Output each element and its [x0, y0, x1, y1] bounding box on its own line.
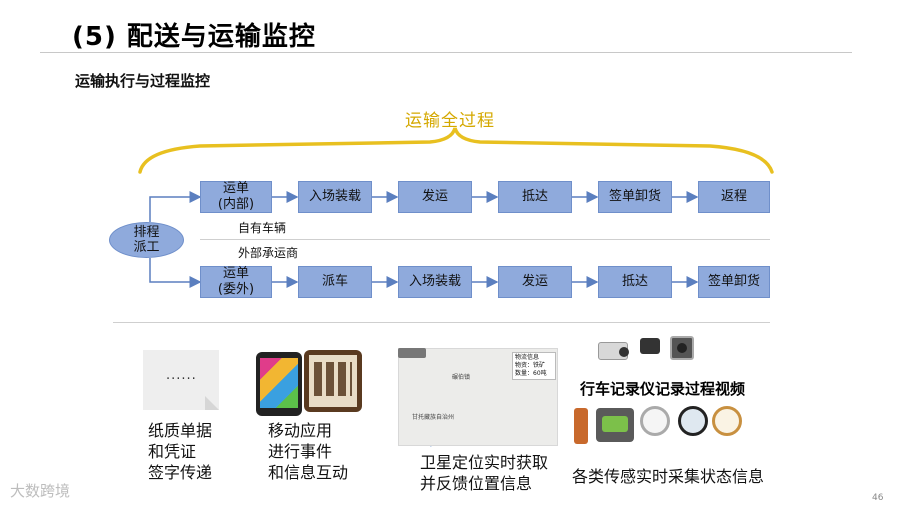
top-step-3-label: 发运 — [422, 189, 448, 205]
scheduling-node-line2: 派工 — [133, 240, 159, 255]
paper-fold-icon — [205, 396, 219, 410]
paper-caption-line3: 签字传递 — [148, 462, 212, 483]
branch-top — [150, 197, 200, 222]
top-step-1-label: 运单 — [218, 181, 254, 197]
top-step-1: 运单(内部) — [200, 181, 272, 213]
phone-icon — [256, 352, 302, 416]
top-step-6: 返程 — [698, 181, 770, 213]
bottom-step-6-label: 签单卸货 — [708, 274, 760, 290]
gps-caption-line1: 卫星定位实时获取 — [420, 452, 548, 473]
camera-lens-1 — [619, 347, 629, 357]
top-step-5-label: 签单卸货 — [609, 189, 661, 205]
bottom-step-4-label: 发运 — [522, 274, 548, 290]
camera-lens-3 — [677, 343, 687, 353]
camera-icon-3 — [670, 336, 694, 360]
dial-gauge-icon — [678, 406, 708, 436]
tablet-icon — [304, 350, 362, 412]
top-step-2-label: 入场装载 — [309, 189, 361, 205]
top-step-5: 签单卸货 — [598, 181, 672, 213]
top-step-4-label: 抵达 — [522, 189, 548, 205]
branch-bottom — [150, 258, 200, 282]
scheduling-node-line1: 排程 — [133, 225, 159, 240]
mobile-caption-line1: 移动应用 — [268, 420, 348, 441]
bottom-step-5-label: 抵达 — [622, 274, 648, 290]
top-step-4: 抵达 — [498, 181, 572, 213]
bottom-step-6: 签单卸货 — [698, 266, 770, 298]
tablet-grid — [314, 362, 352, 396]
map-info-quantity: 数量：60吨 — [515, 370, 553, 378]
camera-icon-2 — [640, 338, 660, 354]
carrier-label: 外部承运商 — [238, 244, 298, 261]
camera-icon-1 — [598, 342, 628, 360]
process-brace — [140, 128, 772, 172]
track-divider — [200, 239, 770, 240]
top-step-6-label: 返程 — [721, 189, 747, 205]
pressure-gauge-icon — [640, 406, 670, 436]
mobile-caption-line2: 进行事件 — [268, 441, 348, 462]
thermometer-icon — [574, 408, 588, 444]
process-scope-label: 运输全过程 — [405, 106, 495, 131]
map-info-cargo: 物资：铁矿 — [515, 362, 553, 370]
gps-device-icon — [398, 348, 426, 358]
gps-caption: 卫星定位实时获取 并反馈位置信息 — [420, 452, 548, 494]
bottom-step-3: 入场装载 — [398, 266, 472, 298]
bottom-step-1-label: 运单 — [218, 266, 254, 282]
mobile-caption: 移动应用 进行事件 和信息互动 — [268, 420, 348, 483]
bottom-step-2-label: 派车 — [322, 274, 348, 290]
bottom-step-4: 发运 — [498, 266, 572, 298]
level-sensor-icon — [596, 408, 634, 442]
top-step-1-sub: (内部) — [218, 197, 254, 213]
video-caption: 行车记录仪记录过程视频 — [580, 378, 745, 399]
bottom-step-5: 抵达 — [598, 266, 672, 298]
level-sensor-fill — [602, 416, 628, 432]
top-step-3: 发运 — [398, 181, 472, 213]
sensor-caption: 各类传感实时采集状态信息 — [572, 466, 764, 487]
paper-dots: ...... — [166, 368, 197, 383]
paper-caption-line2: 和凭证 — [148, 441, 212, 462]
bottom-step-2: 派车 — [298, 266, 372, 298]
mobile-caption-line3: 和信息互动 — [268, 462, 348, 483]
bottom-step-1-sub: (委外) — [218, 282, 254, 298]
paper-caption-line1: 纸质单据 — [148, 420, 212, 441]
top-step-2: 入场装载 — [298, 181, 372, 213]
own-vehicle-label: 自有车辆 — [238, 219, 286, 236]
map-town-1: 碾伯镇 — [452, 372, 470, 381]
bottom-step-1: 运单(委外) — [200, 266, 272, 298]
bottom-step-3-label: 入场装载 — [409, 274, 461, 290]
compass-gauge-icon — [712, 406, 742, 436]
scheduling-node: 排程 派工 — [109, 222, 184, 258]
brand-logo: 大数跨境 — [10, 480, 70, 501]
map-town-2: 甘托藏族自治州 — [412, 412, 454, 421]
page-number: 46 — [872, 493, 883, 503]
map-info-card: 物流信息 物资：铁矿 数量：60吨 — [512, 352, 556, 380]
phone-screen — [260, 358, 298, 408]
gps-caption-line2: 并反馈位置信息 — [420, 473, 548, 494]
section-divider — [113, 322, 770, 323]
paper-caption: 纸质单据 和凭证 签字传递 — [148, 420, 212, 483]
map-info-title: 物流信息 — [515, 354, 553, 362]
